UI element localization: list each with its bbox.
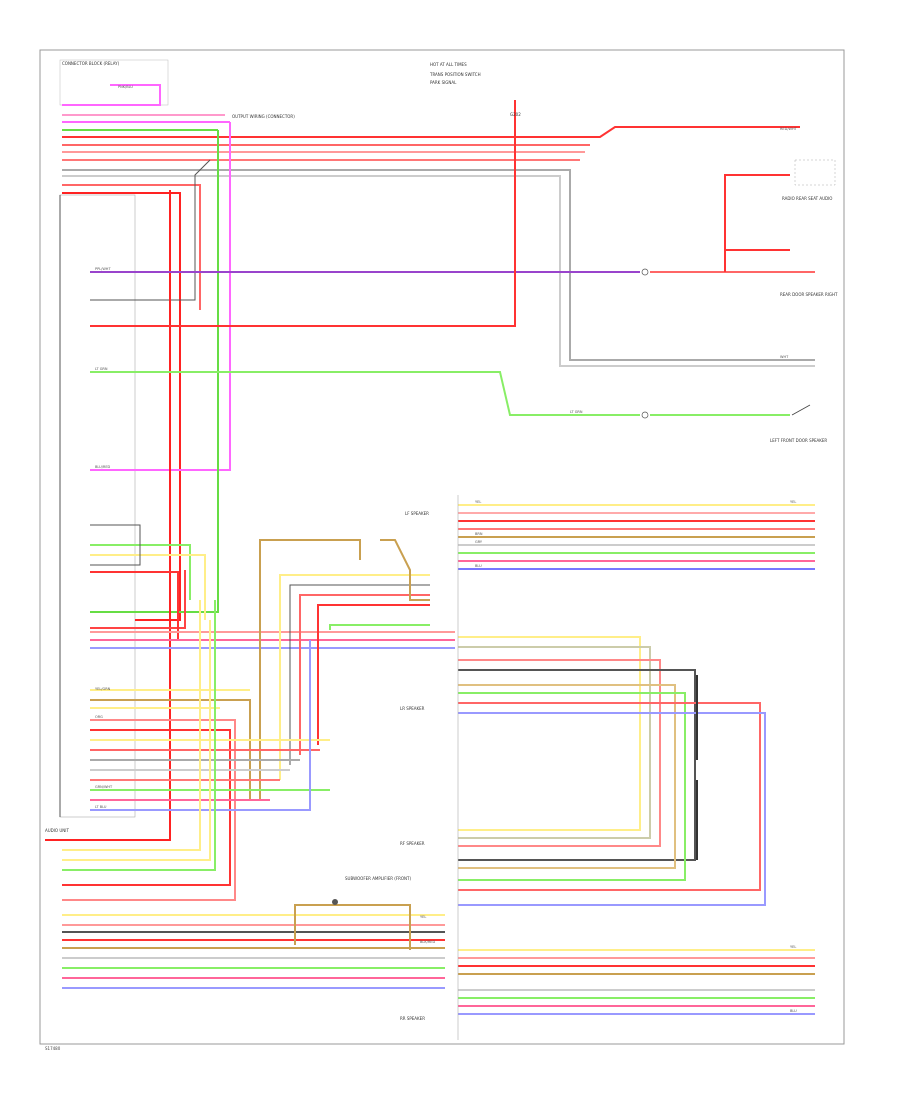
amp-note: SUBWOOFER AMPLIFIER (FRONT)	[345, 876, 411, 881]
diagram-frame	[39, 49, 845, 1045]
speaker-label-lr: LR SPEAKER	[400, 706, 425, 711]
center-top-note: OUTPUT WIRING (CONNECTOR)	[232, 114, 295, 119]
left-vertical-wires	[45, 122, 231, 841]
speaker-label-rr: RR SPEAKER	[400, 1016, 425, 1021]
svg-text:YEL: YEL	[475, 500, 481, 504]
svg-text:BLU: BLU	[790, 1009, 797, 1013]
svg-text:PPL/WHT: PPL/WHT	[95, 267, 111, 271]
purple-signal-wire: RADIO REAR SEAT AUDIO REAR DOOR SPEAKER …	[90, 159, 838, 297]
svg-text:WHT: WHT	[780, 355, 789, 359]
red-feed-wire	[90, 100, 516, 327]
speaker-group-1	[458, 504, 815, 570]
svg-text:GRY: GRY	[475, 540, 483, 544]
footer-code: S17480	[45, 1046, 61, 1051]
right-component-1: RADIO REAR SEAT AUDIO	[782, 196, 832, 201]
svg-text:GRN/WHT: GRN/WHT	[95, 785, 113, 789]
module-label: AUDIO UNIT	[45, 828, 69, 833]
svg-text:LT GRN: LT GRN	[95, 367, 108, 371]
speaker-label-rf: RF SPEAKER	[400, 841, 425, 846]
svg-text:BLK/RED: BLK/RED	[420, 940, 435, 944]
top-mid-component: HOT AT ALL TIMES	[430, 62, 467, 67]
svg-text:YEL: YEL	[420, 915, 426, 919]
svg-text:ORG: ORG	[95, 715, 103, 719]
svg-text:TRANS POSITION SWITCH: TRANS POSITION SWITCH	[429, 72, 481, 77]
right-component-2: REAR DOOR SPEAKER RIGHT	[780, 292, 838, 297]
svg-text:YEL: YEL	[790, 500, 796, 504]
svg-text:BLU: BLU	[475, 564, 482, 568]
audio-unit-module	[59, 194, 136, 818]
svg-text:PNK/BLU: PNK/BLU	[118, 85, 133, 89]
svg-text:RED/WHT: RED/WHT	[780, 127, 798, 131]
lt-green-wire: LEFT FRONT DOOR SPEAKER	[90, 371, 827, 443]
speaker-group-2	[458, 636, 766, 906]
svg-text:YEL/GRN: YEL/GRN	[95, 687, 111, 691]
top-harness-wires	[62, 114, 815, 621]
svg-text:YEL: YEL	[790, 945, 796, 949]
connector-block-label: CONNECTOR BLOCK (RELAY)	[62, 61, 120, 66]
speaker-group-3	[458, 949, 815, 1015]
lower-harness	[62, 600, 445, 989]
svg-text:BLU/RED: BLU/RED	[95, 465, 111, 469]
speaker-label-lf: LF SPEAKER	[405, 511, 429, 516]
svg-text:LT GRN: LT GRN	[570, 410, 583, 414]
lower-left-harness	[62, 640, 330, 901]
ground-note: G202	[510, 112, 521, 117]
mid-harness	[90, 524, 455, 800]
connector-block	[59, 59, 169, 106]
svg-text:LT BLU: LT BLU	[95, 805, 107, 809]
svg-text:BRN: BRN	[475, 532, 483, 536]
mid-component-1: LEFT FRONT DOOR SPEAKER	[770, 438, 827, 443]
svg-text:PARK SIGNAL: PARK SIGNAL	[430, 80, 457, 85]
